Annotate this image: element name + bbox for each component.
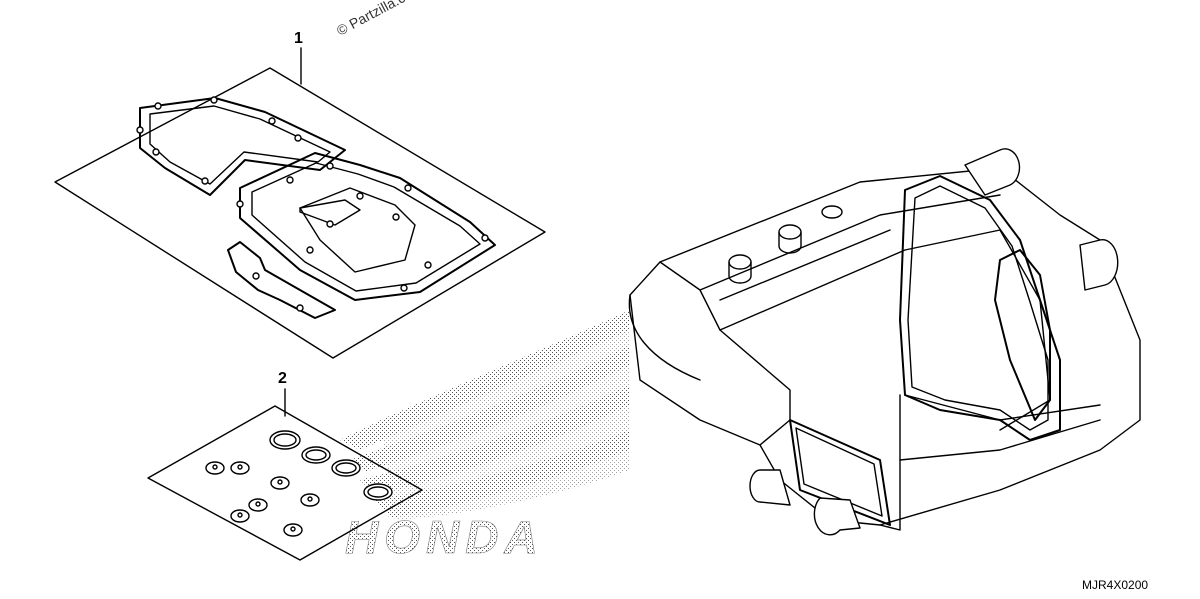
washer [248, 498, 268, 512]
washer [230, 461, 250, 475]
gasket-sheet-a [54, 67, 546, 359]
gasket-kit-a[interactable] [54, 67, 546, 359]
oil-pan-gasket [239, 152, 496, 301]
washer [270, 476, 290, 490]
washer [283, 523, 303, 537]
honda-wing-logo: HONDA [340, 310, 630, 563]
engine-illustration [628, 148, 1141, 536]
diagram-code: MJR4X0200 [1082, 578, 1148, 592]
gasket-kit-b[interactable] [147, 405, 423, 561]
washer [230, 509, 250, 523]
honda-brand-text: HONDA [345, 511, 544, 563]
inner-gasket [299, 187, 416, 273]
washer [205, 461, 225, 475]
cover-gasket [139, 97, 346, 196]
callout-1-label[interactable]: 1 [294, 30, 303, 47]
washer [300, 493, 320, 507]
partzilla-watermark: © Partzilla.c [334, 0, 408, 39]
small-gasket [227, 241, 336, 319]
callout-2-label[interactable]: 2 [278, 370, 287, 387]
gasket-sheet-b [147, 405, 423, 561]
